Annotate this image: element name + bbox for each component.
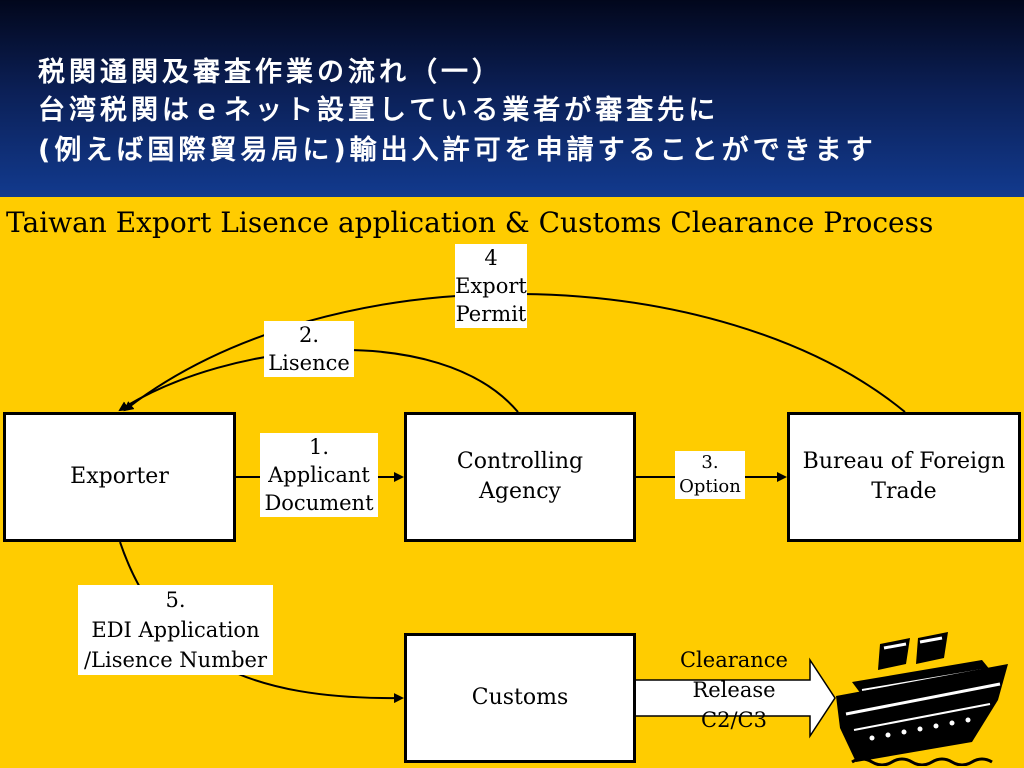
step2-number: 2. <box>298 323 320 347</box>
step3-number: 3. <box>701 452 719 473</box>
header-line-1: 税関通関及審査作業の流れ（一） <box>38 57 503 88</box>
label-clearance: Clearance Release C2/C3 <box>673 645 795 735</box>
step4-line-2: Permit <box>455 302 527 326</box>
step4-number: 4 <box>484 246 498 270</box>
customs-box: Customs <box>404 633 636 763</box>
controlling-agency-box: Controlling Agency <box>404 412 636 542</box>
header-line-2: 台湾税関はｅネット設置している業者が審査先に <box>38 95 720 126</box>
step2-line-1: Lisence <box>268 351 350 375</box>
step1-line-1: Applicant <box>268 463 370 487</box>
clearance-block-arrow <box>634 657 836 739</box>
step5-line-1: EDI Application <box>91 618 260 642</box>
header-banner: 税関通関及審査作業の流れ（一） 台湾税関はｅネット設置している業者が審査先に (… <box>0 0 1024 197</box>
clearance-line-3: C2/C3 <box>701 708 767 732</box>
header-line-3: (例えば国際貿易局に)輸出入許可を申請することができます <box>38 135 877 166</box>
page-title: Taiwan Export Lisence application & Cust… <box>6 206 934 239</box>
label-export-permit: 4 Export Permit <box>455 244 527 328</box>
exporter-box: Exporter <box>3 412 236 542</box>
clearance-line-1: Clearance <box>679 648 788 672</box>
label-applicant-document: 1. Applicant Document <box>260 433 378 517</box>
bureau-box: Bureau of Foreign Trade <box>787 412 1021 542</box>
controlling-agency-line-2: Agency <box>479 479 561 504</box>
step1-number: 1. <box>308 435 330 459</box>
controlling-agency-line-1: Controlling <box>456 449 584 474</box>
step5-line-2: /Lisence Number <box>83 648 268 672</box>
step4-line-1: Export <box>455 274 527 298</box>
label-option: 3. Option <box>675 451 745 499</box>
bureau-line-1: Bureau of Foreign <box>802 449 1006 474</box>
customs-label: Customs <box>471 685 569 710</box>
bureau-line-2: Trade <box>871 479 937 504</box>
exporter-label: Exporter <box>70 464 169 489</box>
step1-line-2: Document <box>264 491 374 515</box>
step3-line-1: Option <box>679 476 741 497</box>
cruise-ship-icon <box>836 632 1008 766</box>
label-edi-application: 5. EDI Application /Lisence Number <box>78 585 273 675</box>
step5-number: 5. <box>165 588 186 612</box>
label-lisence: 2. Lisence <box>264 321 354 377</box>
clearance-line-2: Release <box>692 678 776 702</box>
